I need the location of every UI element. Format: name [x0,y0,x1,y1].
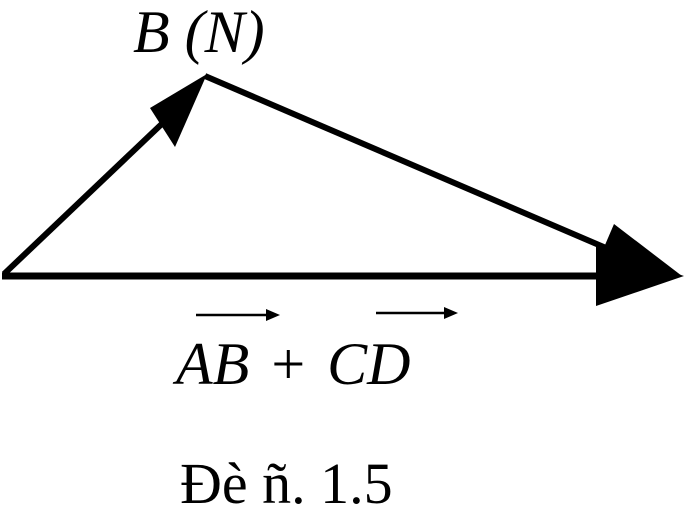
resultant-vector-arrowhead [596,246,684,306]
vector-ab-arrowhead [150,74,207,147]
cd-overarrow-head [444,307,458,319]
vector-ab-line [1,115,171,277]
vector-bc-line [203,73,622,257]
point-b-label: B (N) [133,0,265,65]
vector-sum-label: AB + CD [176,334,411,394]
ab-overarrow-head [266,309,280,321]
figure-caption: Đè ñ. 1.5 [180,451,393,516]
plus-operator: + [271,331,306,397]
vector-ab-term: AB [176,331,250,397]
vector-cd-term: CD [327,331,411,397]
